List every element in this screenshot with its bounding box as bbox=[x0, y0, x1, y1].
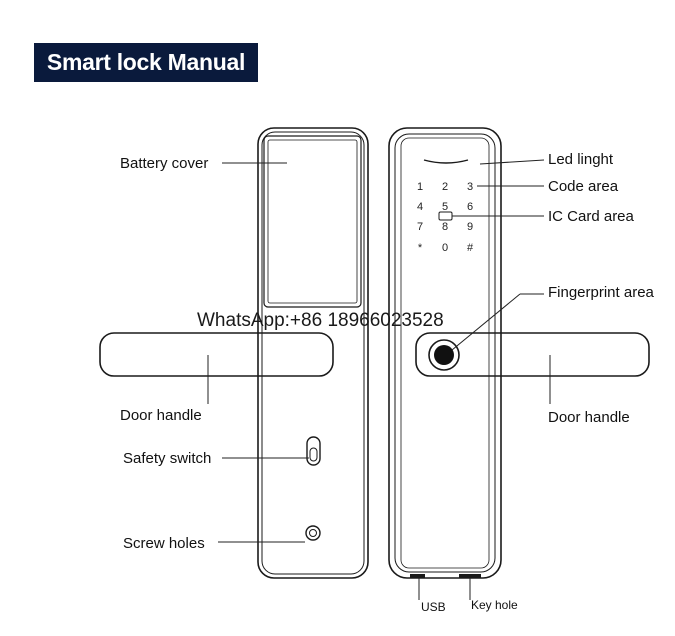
back-panel bbox=[99, 127, 369, 579]
key-7: 7 bbox=[417, 221, 423, 233]
key-3: 3 bbox=[467, 181, 473, 193]
battery-cover bbox=[263, 135, 362, 308]
usb-port bbox=[410, 574, 425, 578]
left-handle bbox=[99, 332, 334, 377]
label-led-light: Led linght bbox=[548, 151, 614, 168]
ic-card-icon bbox=[438, 211, 453, 221]
key-8: 8 bbox=[442, 221, 448, 233]
manual-title: Smart lock Manual bbox=[34, 43, 258, 82]
key-9: 9 bbox=[467, 221, 473, 233]
key-2: 2 bbox=[442, 181, 448, 193]
keypad: 1 2 3 4 5 6 7 8 9 * 0 # bbox=[417, 181, 474, 254]
label-screw-holes: Screw holes bbox=[123, 535, 205, 552]
label-ic-card-area: IC Card area bbox=[548, 208, 635, 225]
label-safety-switch: Safety switch bbox=[123, 450, 211, 467]
watermark-text: WhatsApp:+86 18966023528 bbox=[197, 310, 444, 331]
key-1: 1 bbox=[417, 181, 423, 193]
key-5: 5 bbox=[442, 201, 448, 213]
key-4: 4 bbox=[417, 201, 423, 213]
label-battery-cover: Battery cover bbox=[120, 155, 208, 172]
key-hash: # bbox=[467, 242, 474, 254]
label-key-hole: Key hole bbox=[471, 598, 518, 612]
screw-hole bbox=[305, 525, 321, 541]
front-panel bbox=[388, 127, 650, 579]
leader-lines bbox=[207, 159, 551, 600]
label-code-area: Code area bbox=[548, 178, 619, 195]
right-handle bbox=[415, 332, 650, 377]
safety-switch bbox=[306, 436, 321, 466]
led-light bbox=[423, 159, 469, 164]
key-6: 6 bbox=[467, 201, 473, 213]
label-fingerprint-area: Fingerprint area bbox=[548, 284, 655, 301]
key-star: * bbox=[418, 242, 423, 254]
key-hole bbox=[459, 574, 481, 578]
key-0: 0 bbox=[442, 242, 448, 254]
label-door-handle-left: Door handle bbox=[120, 407, 202, 424]
label-usb: USB bbox=[421, 600, 446, 614]
label-door-handle-right: Door handle bbox=[548, 409, 630, 426]
